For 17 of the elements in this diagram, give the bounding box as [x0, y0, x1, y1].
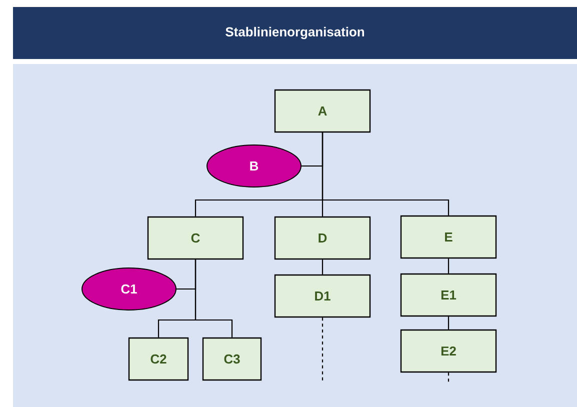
org-box: E [400, 215, 497, 259]
connector-line [322, 318, 324, 381]
connector-line [322, 260, 324, 274]
title-banner: Stablinienorganisation [13, 7, 577, 59]
org-box: A [274, 89, 371, 133]
org-box: C [147, 216, 244, 260]
org-box: E2 [400, 329, 497, 373]
org-box: D1 [274, 274, 371, 318]
connector-line [448, 316, 450, 330]
org-box: D [274, 216, 371, 260]
connector-line [448, 258, 450, 274]
connector-line [448, 372, 450, 383]
connector-line [194, 260, 233, 338]
org-box: C3 [202, 337, 262, 381]
connector-line [322, 132, 450, 216]
org-box: C2 [128, 337, 189, 381]
org-box: E1 [400, 273, 497, 317]
